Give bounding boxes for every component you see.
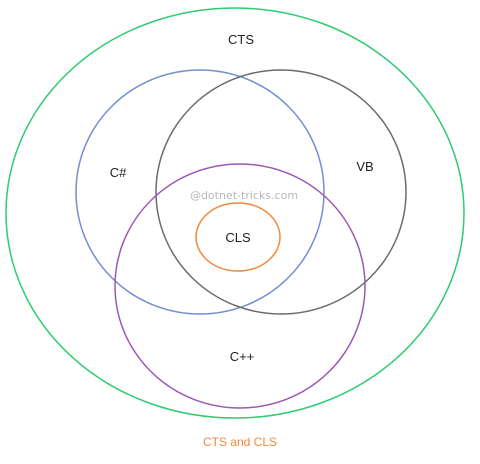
vb-circle <box>155 69 407 315</box>
csharp-label: C# <box>110 165 127 180</box>
cpp-label: C++ <box>230 349 255 364</box>
cts-circle <box>5 7 465 419</box>
watermark-text: @dotnet-tricks.com <box>190 189 298 202</box>
cts-label: CTS <box>228 32 254 47</box>
csharp-circle <box>75 69 325 315</box>
vb-label: VB <box>356 159 373 174</box>
cls-circle <box>195 202 281 272</box>
diagram-caption: CTS and CLS <box>203 435 277 449</box>
cls-label: CLS <box>225 230 251 245</box>
cpp-circle <box>114 163 366 409</box>
